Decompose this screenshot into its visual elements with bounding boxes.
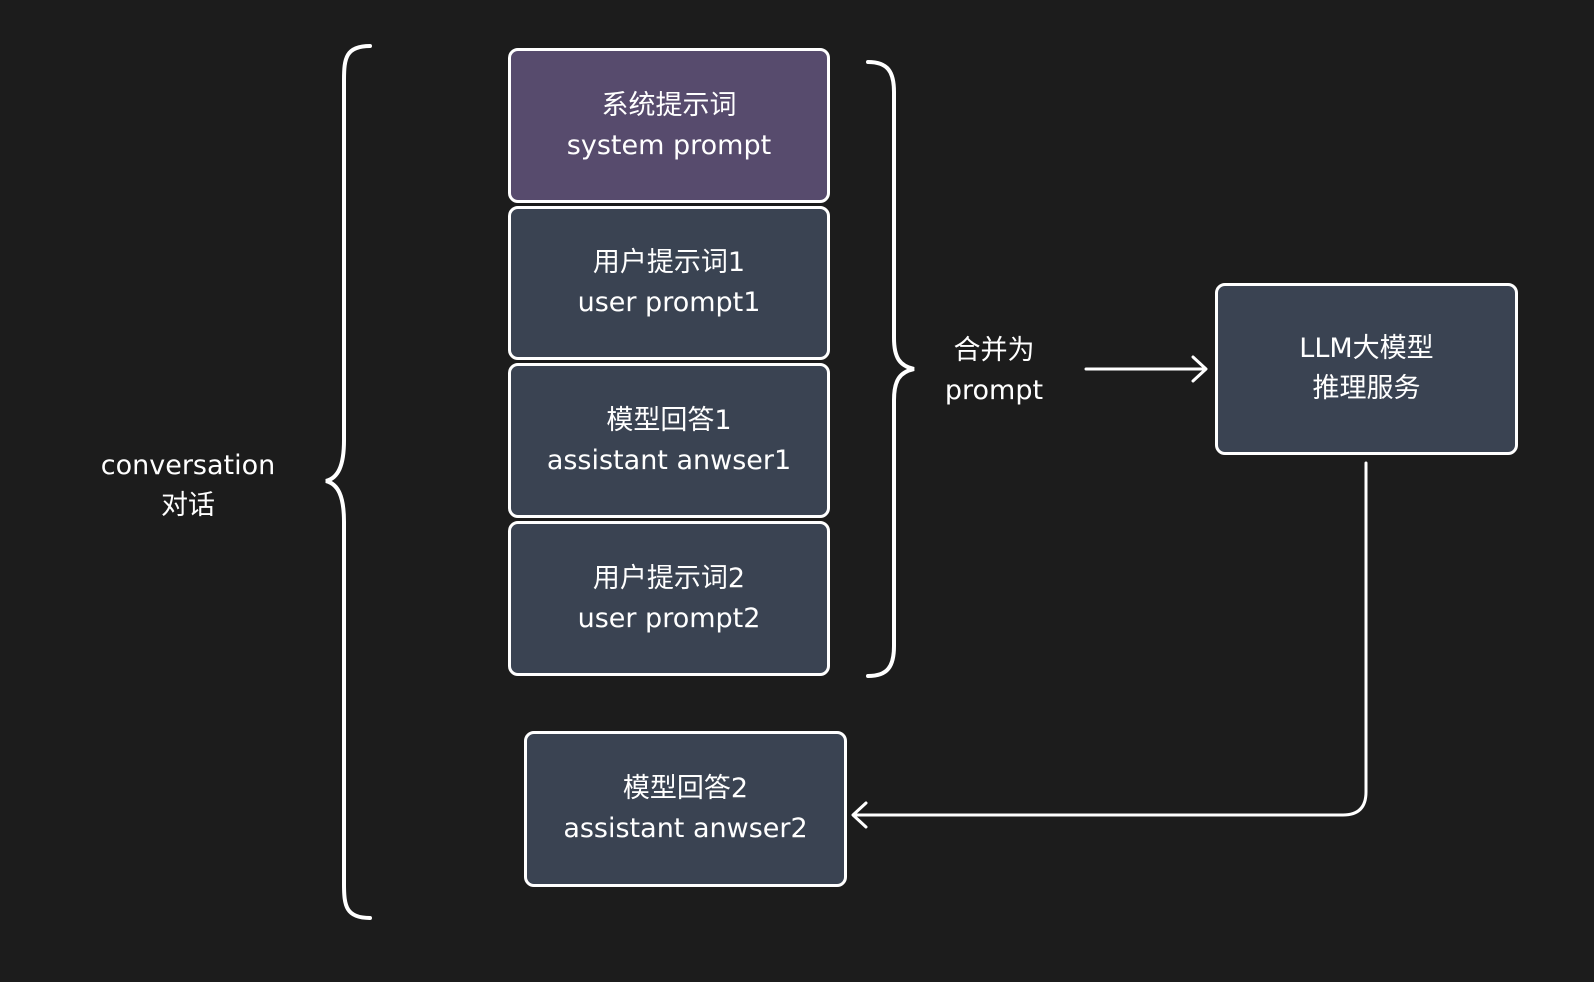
llm-service-block: LLM大模型 推理服务 [1215, 283, 1518, 455]
assistant-answer2-zh: 模型回答2 [622, 773, 749, 804]
user-prompt2-en: user prompt2 [577, 602, 761, 634]
merge-label-en: prompt [944, 375, 1044, 406]
user-prompt1-en: user prompt1 [577, 287, 761, 318]
merge-brace [866, 60, 915, 678]
user-prompt2-block: 用户提示词2 user prompt2 [508, 521, 830, 676]
merge-label: 合并为 prompt [924, 331, 1064, 411]
assistant-answer2-en: assistant anwser2 [563, 813, 808, 844]
llm-service-subtitle: 推理服务 [1312, 373, 1421, 404]
assistant-answer1-block: 模型回答1 assistant anwser1 [508, 363, 830, 518]
assistant-answer2-block: 模型回答2 assistant anwser2 [524, 731, 847, 887]
user-prompt1-zh: 用户提示词1 [592, 247, 746, 278]
assistant-answer1-en: assistant anwser1 [546, 444, 792, 476]
llm-to-answer-arrowhead [851, 801, 868, 829]
system-prompt-zh: 系统提示词 [601, 89, 737, 121]
merge-to-llm-arrowhead [1191, 355, 1208, 383]
conversation-label-en: conversation [100, 450, 276, 481]
user-prompt1-block: 用户提示词1 user prompt1 [508, 206, 830, 360]
conversation-label: conversation 对话 [88, 446, 288, 526]
merge-label-zh: 合并为 [953, 335, 1035, 366]
conversation-label-zh: 对话 [161, 490, 215, 521]
llm-to-answer-connector [852, 461, 1368, 817]
assistant-answer1-zh: 模型回答1 [606, 404, 732, 436]
user-prompt2-zh: 用户提示词2 [592, 562, 746, 594]
system-prompt-block: 系统提示词 system prompt [508, 48, 830, 203]
llm-service-title: LLM大模型 [1299, 333, 1434, 364]
conversation-brace [325, 44, 372, 920]
system-prompt-en: system prompt [566, 129, 772, 161]
